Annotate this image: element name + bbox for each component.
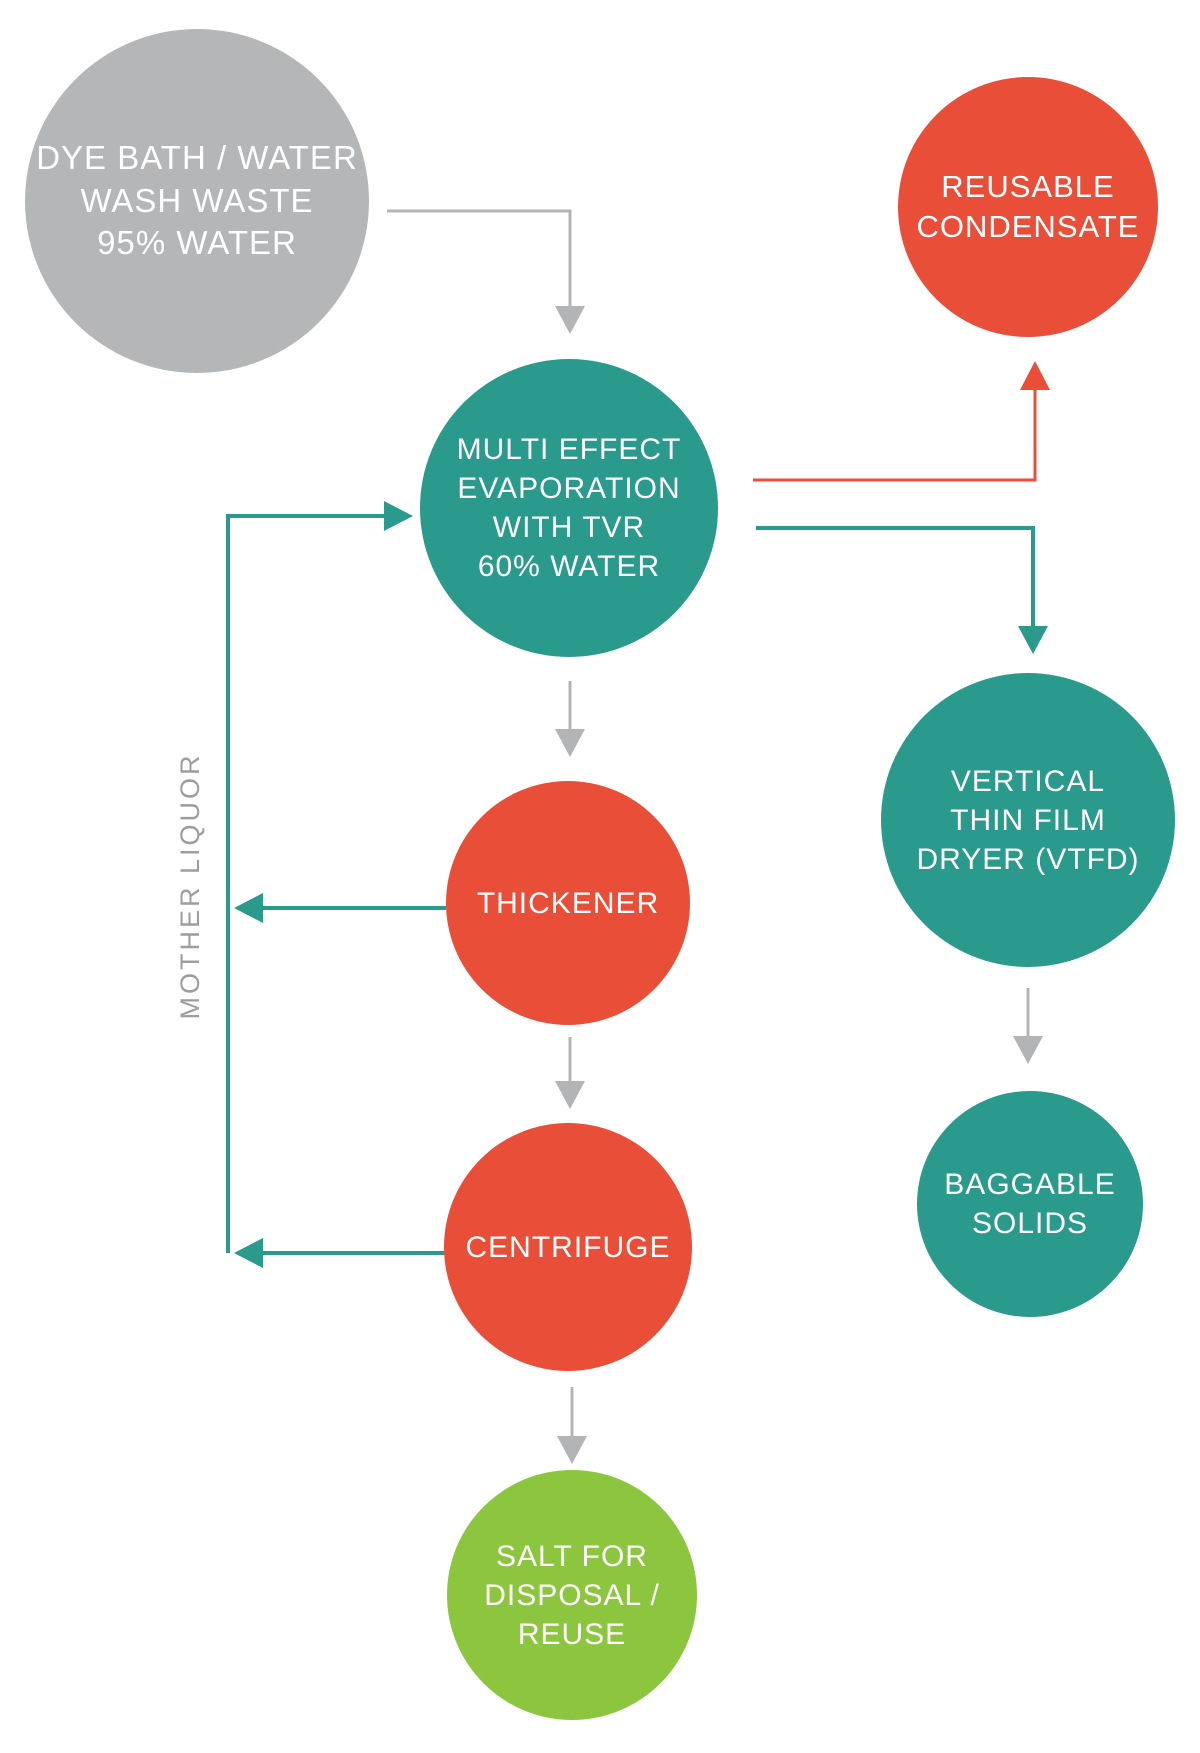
arrow-evaporation-to-vtfd [756, 526, 1048, 654]
mother-liquor-label: MOTHER LIQUOR [175, 752, 205, 1020]
node-thickener: THICKENER [446, 781, 690, 1025]
node-centrifuge-label: CENTRIFUGE [465, 1230, 671, 1264]
arrow-vtfd-to-baggable [1013, 988, 1043, 1064]
arrow-centrifuge-to-motherliquor [234, 1238, 446, 1268]
node-reusable-condensate: REUSABLE CONDENSATE [898, 77, 1158, 337]
arrow-thickener-to-motherliquor [234, 893, 446, 923]
arrow-evaporation-to-thickener [555, 681, 585, 757]
node-evaporation-label: MULTI EFFECT EVAPORATION WITH TVR 60% WA… [456, 433, 682, 583]
node-reusable-condensate-label: REUSABLE CONDENSATE [916, 168, 1140, 244]
node-baggable-solids-label: BAGGABLE SOLIDS [944, 1168, 1116, 1240]
node-evaporation: MULTI EFFECT EVAPORATION WITH TVR 60% WA… [420, 359, 718, 657]
node-thickener-label: THICKENER [476, 886, 660, 920]
arrow-thickener-to-centrifuge [555, 1037, 585, 1109]
arrow-centrifuge-to-salt [557, 1387, 587, 1464]
node-salt: SALT FOR DISPOSAL / REUSE [447, 1470, 697, 1720]
arrow-evaporation-to-condensate [753, 361, 1050, 482]
node-vtfd-label: VERTICAL THIN FILM DRYER (VTFD) [916, 764, 1140, 876]
node-vtfd: VERTICAL THIN FILM DRYER (VTFD) [881, 673, 1175, 967]
arrow-dyebath-to-evaporation [387, 209, 585, 334]
node-centrifuge: CENTRIFUGE [444, 1123, 692, 1371]
mother-liquor-line [226, 501, 413, 1253]
node-dye-bath-label: DYE BATH / WATER WASH WASTE 95% WATER [36, 138, 358, 262]
node-salt-label: SALT FOR DISPOSAL / REUSE [484, 1539, 660, 1651]
node-dye-bath: DYE BATH / WATER WASH WASTE 95% WATER [25, 29, 369, 373]
node-baggable-solids: BAGGABLE SOLIDS [917, 1091, 1143, 1317]
